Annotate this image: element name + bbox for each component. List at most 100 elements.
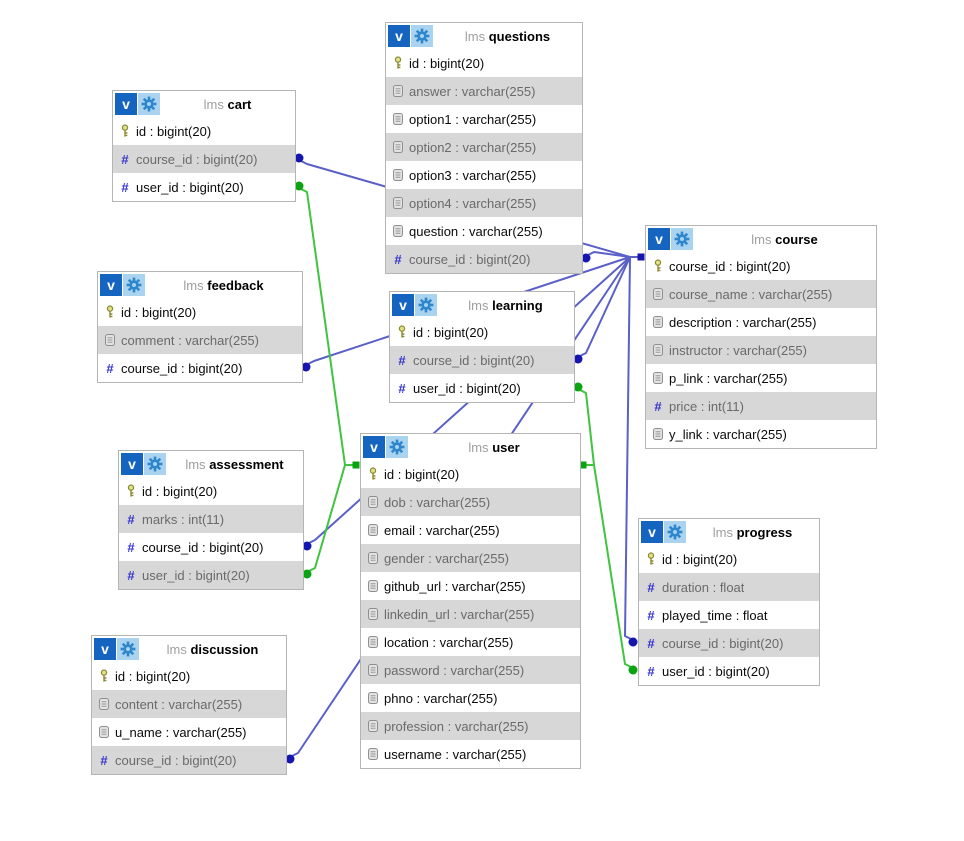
column-questions-option4[interactable]: option4 : varchar(255) (386, 189, 582, 217)
column-assessment-course_id[interactable]: #course_id : bigint(20) (119, 533, 303, 561)
column-user-id[interactable]: id : bigint(20) (361, 460, 580, 488)
column-cart-user_id[interactable]: #user_id : bigint(20) (113, 173, 295, 201)
column-user-password[interactable]: password : varchar(255) (361, 656, 580, 684)
column-feedback-course_id[interactable]: #course_id : bigint(20) (98, 354, 302, 382)
column-user-phno[interactable]: phno : varchar(255) (361, 684, 580, 712)
column-assessment-id[interactable]: id : bigint(20) (119, 477, 303, 505)
table-options-button[interactable] (664, 521, 686, 543)
column-learning-id[interactable]: id : bigint(20) (390, 318, 574, 346)
column-course-course_name[interactable]: course_name : varchar(255) (646, 280, 876, 308)
column-label: content : varchar(255) (115, 696, 243, 712)
column-user-github_url[interactable]: github_url : varchar(255) (361, 572, 580, 600)
toggle-columns-button[interactable]: v (388, 25, 410, 47)
column-course-course_id[interactable]: course_id : bigint(20) (646, 252, 876, 280)
column-label: course_id : bigint(20) (121, 360, 243, 376)
toggle-columns-button[interactable]: v (115, 93, 137, 115)
table-options-button[interactable] (671, 228, 693, 250)
column-discussion-content[interactable]: content : varchar(255) (92, 690, 286, 718)
toggle-columns-button[interactable]: v (100, 274, 122, 296)
column-questions-option3[interactable]: option3 : varchar(255) (386, 161, 582, 189)
table-options-button[interactable] (411, 25, 433, 47)
column-progress-duration[interactable]: #duration : float (639, 573, 819, 601)
column-assessment-user_id[interactable]: #user_id : bigint(20) (119, 561, 303, 589)
column-user-username[interactable]: username : varchar(255) (361, 740, 580, 768)
toggle-columns-button[interactable]: v (648, 228, 670, 250)
column-progress-user_id[interactable]: #user_id : bigint(20) (639, 657, 819, 685)
column-course-description[interactable]: description : varchar(255) (646, 308, 876, 336)
column-label: played_time : float (662, 607, 768, 623)
table-options-button[interactable] (144, 453, 166, 475)
column-label: password : varchar(255) (384, 662, 525, 678)
column-label: user_id : bigint(20) (413, 380, 521, 396)
column-label: course_id : bigint(20) (409, 251, 531, 267)
column-user-email[interactable]: email : varchar(255) (361, 516, 580, 544)
primary-key-icon (390, 56, 406, 70)
column-course-price[interactable]: #price : int(11) (646, 392, 876, 420)
column-user-dob[interactable]: dob : varchar(255) (361, 488, 580, 516)
column-questions-id[interactable]: id : bigint(20) (386, 49, 582, 77)
column-learning-user_id[interactable]: #user_id : bigint(20) (390, 374, 574, 402)
primary-key-icon (643, 552, 659, 566)
column-feedback-id[interactable]: id : bigint(20) (98, 298, 302, 326)
toggle-columns-button[interactable]: v (121, 453, 143, 475)
column-discussion-id[interactable]: id : bigint(20) (92, 662, 286, 690)
column-user-linkedin_url[interactable]: linkedin_url : varchar(255) (361, 600, 580, 628)
column-progress-id[interactable]: id : bigint(20) (639, 545, 819, 573)
table-options-button[interactable] (117, 638, 139, 660)
column-progress-course_id[interactable]: #course_id : bigint(20) (639, 629, 819, 657)
column-discussion-course_id[interactable]: #course_id : bigint(20) (92, 746, 286, 774)
toggle-columns-button[interactable]: v (641, 521, 663, 543)
toggle-columns-button[interactable]: v (392, 294, 414, 316)
column-user-gender[interactable]: gender : varchar(255) (361, 544, 580, 572)
toggle-columns-button[interactable]: v (94, 638, 116, 660)
column-label: answer : varchar(255) (409, 83, 536, 99)
column-label: option1 : varchar(255) (409, 111, 537, 127)
column-user-location[interactable]: location : varchar(255) (361, 628, 580, 656)
column-course-y_link[interactable]: y_link : varchar(255) (646, 420, 876, 448)
toggle-columns-button[interactable]: v (363, 436, 385, 458)
column-course-instructor[interactable]: instructor : varchar(255) (646, 336, 876, 364)
table-options-button[interactable] (123, 274, 145, 296)
column-progress-played_time[interactable]: #played_time : float (639, 601, 819, 629)
column-icon (650, 428, 666, 440)
column-user-profession[interactable]: profession : varchar(255) (361, 712, 580, 740)
column-cart-id[interactable]: id : bigint(20) (113, 117, 295, 145)
relation-source-dot (628, 665, 638, 675)
table-options-button[interactable] (415, 294, 437, 316)
column-questions-option1[interactable]: option1 : varchar(255) (386, 105, 582, 133)
table-options-button[interactable] (386, 436, 408, 458)
gear-icon (126, 277, 142, 293)
column-cart-course_id[interactable]: #course_id : bigint(20) (113, 145, 295, 173)
column-assessment-marks[interactable]: #marks : int(11) (119, 505, 303, 533)
column-discussion-u_name[interactable]: u_name : varchar(255) (92, 718, 286, 746)
relation-line-assessment-user_id (302, 464, 359, 575)
column-learning-course_id[interactable]: #course_id : bigint(20) (390, 346, 574, 374)
column-course-p_link[interactable]: p_link : varchar(255) (646, 364, 876, 392)
column-icon (365, 636, 381, 648)
column-feedback-comment[interactable]: comment : varchar(255) (98, 326, 302, 354)
column-questions-option2[interactable]: option2 : varchar(255) (386, 133, 582, 161)
column-questions-course_id[interactable]: #course_id : bigint(20) (386, 245, 582, 273)
column-questions-answer[interactable]: answer : varchar(255) (386, 77, 582, 105)
column-questions-question[interactable]: question : varchar(255) (386, 217, 582, 245)
table-options-button[interactable] (138, 93, 160, 115)
